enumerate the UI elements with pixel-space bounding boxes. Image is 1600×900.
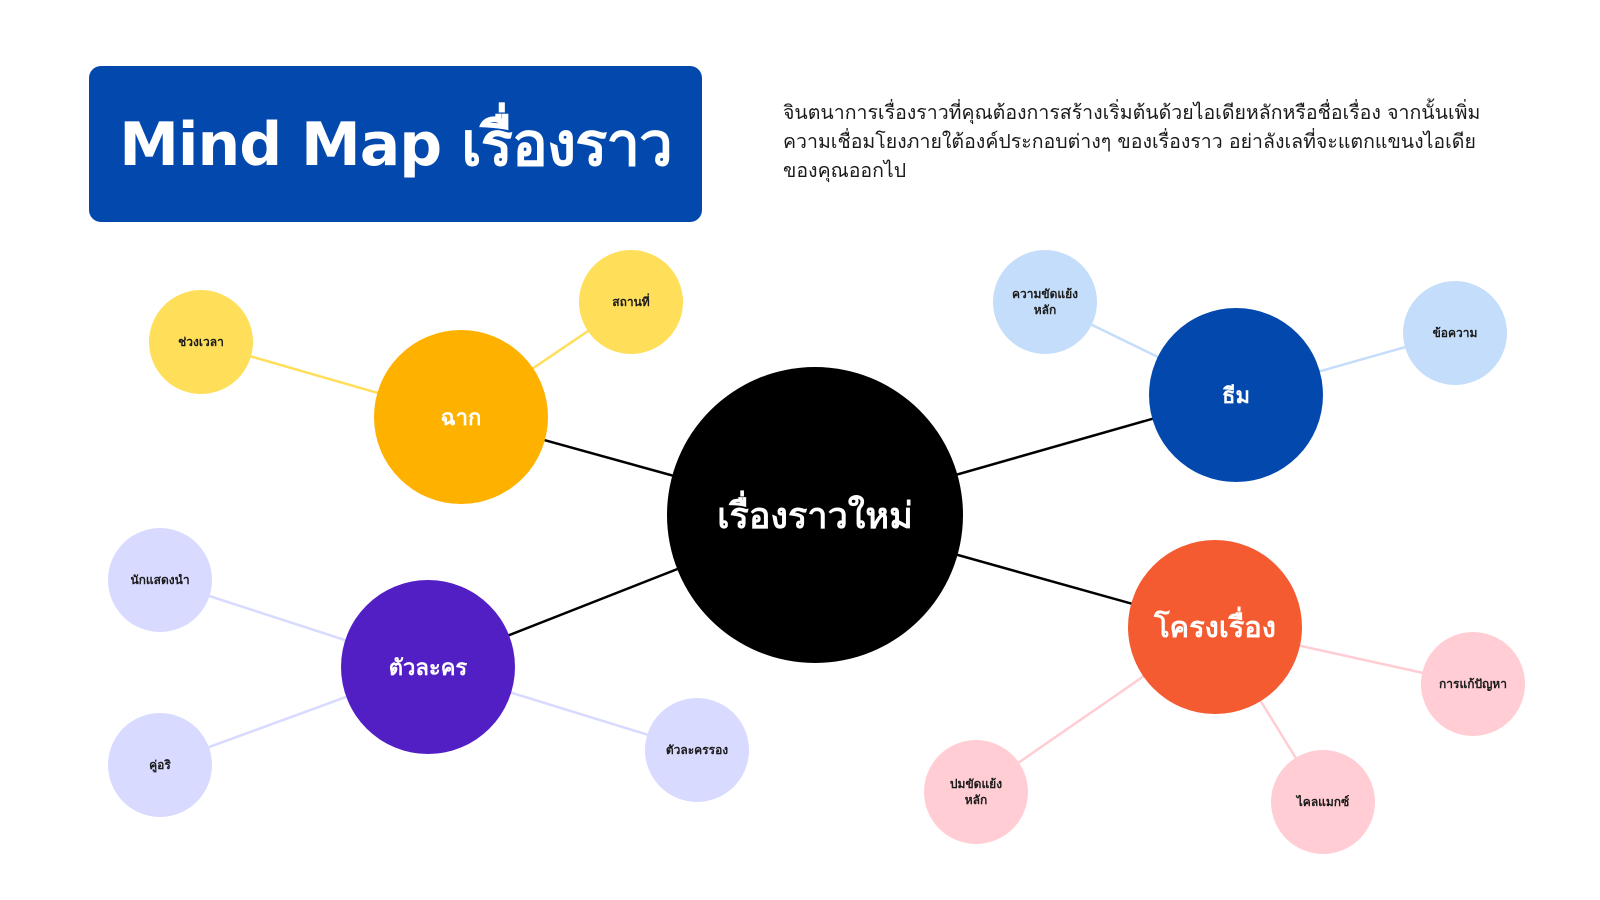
leaf-node-message[interactable]: ข้อความ <box>1403 281 1507 385</box>
center-node[interactable]: เรื่องราวใหม่ <box>667 367 963 663</box>
leaf-node-antagonist[interactable]: คู่อริ <box>108 713 212 817</box>
center-node-label: เรื่องราวใหม่ <box>717 495 913 537</box>
leaf-node-main-conflict-plot[interactable]: ปมขัดแย้ง หลัก <box>924 740 1028 844</box>
leaf-node-protagonist[interactable]: นักแสดงนำ <box>108 528 212 632</box>
leaf-node-main-conflict[interactable]: ความขัดแย้ง หลัก <box>993 250 1097 354</box>
branch-node-setting[interactable]: ฉาก <box>374 330 548 504</box>
leaf-label: ข้อความ <box>1432 326 1478 340</box>
branch-node-characters[interactable]: ตัวละคร <box>341 580 515 754</box>
leaf-label: ความขัดแย้ง หลัก <box>1011 287 1079 317</box>
leaf-label: ช่วงเวลา <box>178 335 224 349</box>
leaf-node-location[interactable]: สถานที่ <box>579 250 683 354</box>
leaf-node-supporting-character[interactable]: ตัวละครรอง <box>645 698 749 802</box>
leaf-label: การแก้ปัญหา <box>1439 677 1507 691</box>
branch-label-setting: ฉาก <box>440 405 482 431</box>
branch-node-theme[interactable]: ธีม <box>1149 308 1323 482</box>
description-text: จินตนาการเรื่องราวที่คุณต้องการสร้างเริ่… <box>783 101 1481 182</box>
leaf-node-time-period[interactable]: ช่วงเวลา <box>149 290 253 394</box>
leaf-node-resolution[interactable]: การแก้ปัญหา <box>1421 632 1525 736</box>
leaf-label: ตัวละครรอง <box>665 743 729 757</box>
leaf-label: นักแสดงนำ <box>130 573 190 587</box>
branch-node-plot[interactable]: โครงเรื่อง <box>1128 540 1302 714</box>
leaf-label: คู่อริ <box>149 758 171 772</box>
leaf-node-climax[interactable]: ไคลแมกซ์ <box>1271 750 1375 854</box>
branch-label-plot: โครงเรื่อง <box>1154 610 1276 644</box>
branch-label-characters: ตัวละคร <box>388 655 468 681</box>
branch-label-theme: ธีม <box>1222 383 1250 409</box>
leaf-label: ปมขัดแย้ง หลัก <box>949 777 1003 807</box>
title-banner: Mind Map เรื่องราว <box>89 66 702 222</box>
leaf-label: ไคลแมกซ์ <box>1296 795 1350 809</box>
page-title: Mind Map เรื่องราว <box>119 109 673 180</box>
leaf-label: สถานที่ <box>612 295 650 309</box>
